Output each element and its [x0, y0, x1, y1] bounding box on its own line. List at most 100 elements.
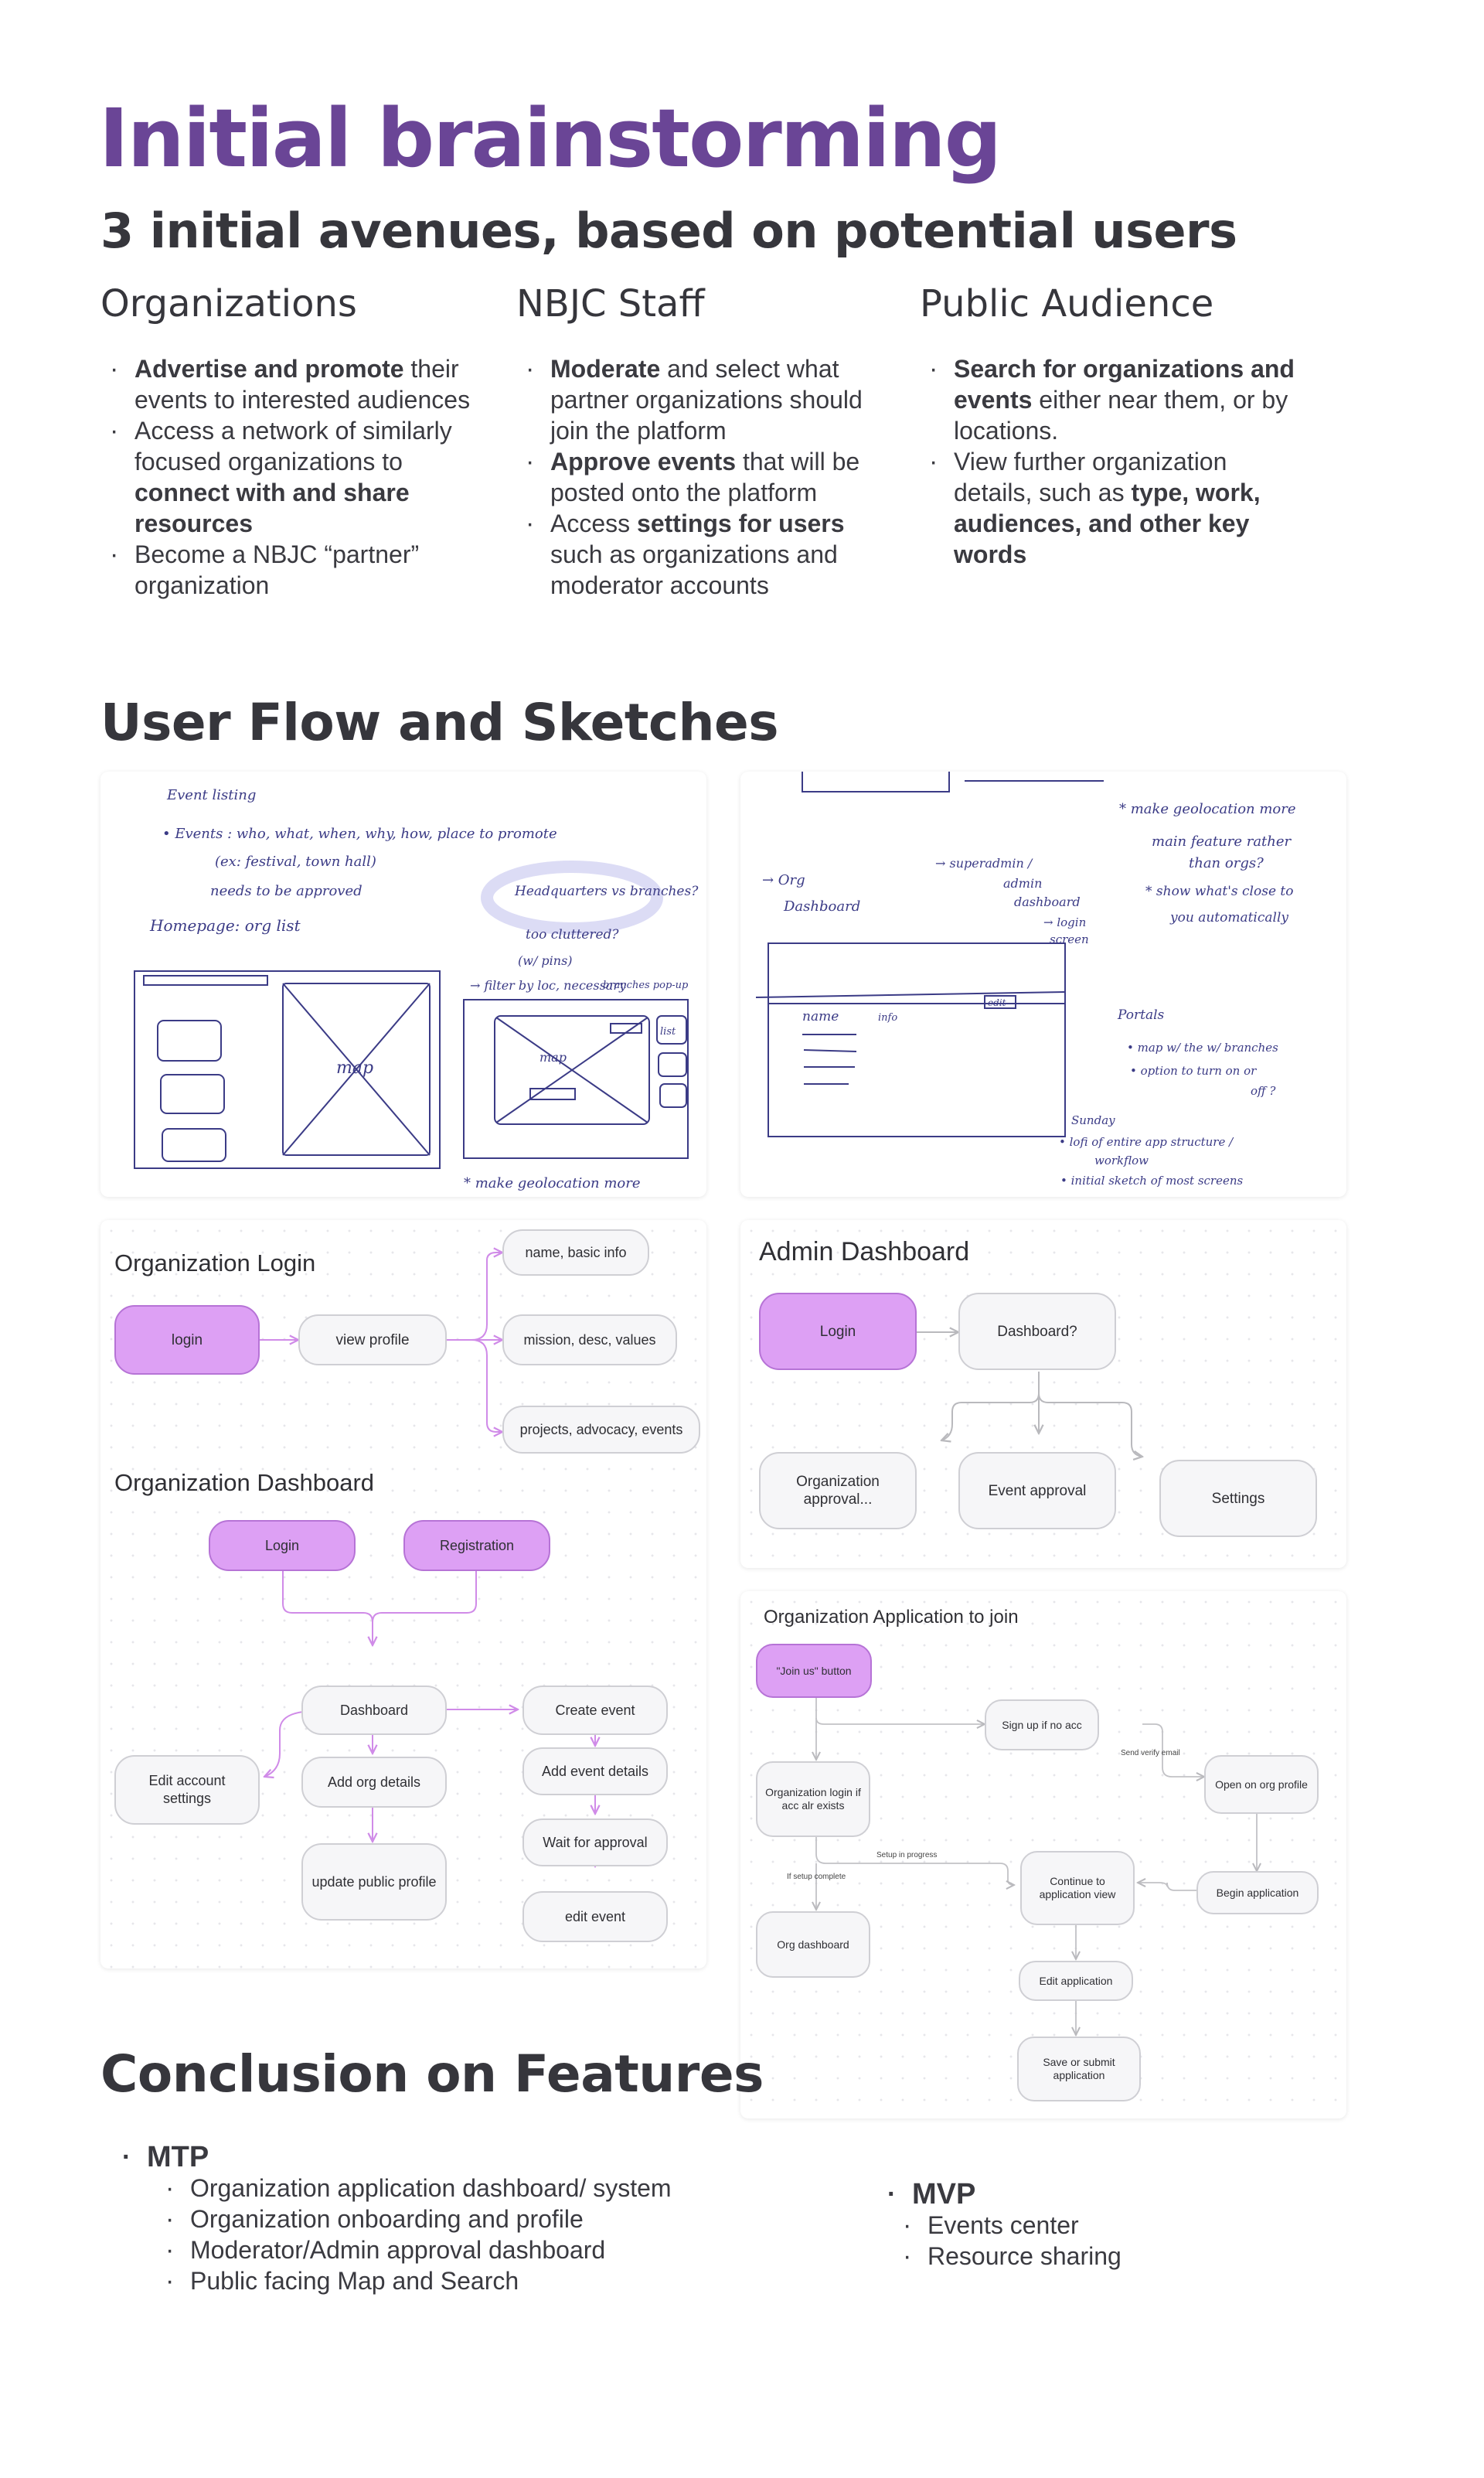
sketch-frame: [768, 942, 1066, 1137]
node-edit-event: edit event: [522, 1891, 668, 1942]
node-label: Dashboard: [339, 1702, 409, 1718]
sketch-note: • option to turn on or: [1130, 1064, 1257, 1078]
node-dashboard-login: Login: [209, 1520, 356, 1571]
node-open-org-profile: Open on org profile: [1204, 1755, 1319, 1814]
sketch-note: you automatically: [1169, 910, 1288, 925]
conclusion-mvp: MVP Events center Resource sharing: [878, 2179, 1342, 2272]
node-event-approval: Event approval: [958, 1452, 1116, 1529]
list-label: MVP: [912, 2178, 976, 2210]
section-title-user-flow: User Flow and Sketches: [100, 693, 779, 752]
node-create-event: Create event: [522, 1686, 668, 1735]
node-label: update public profile: [311, 1873, 437, 1890]
sketch-note: → superadmin /: [935, 856, 1033, 871]
node-add-event-details: Add event details: [522, 1747, 668, 1795]
list-item-text: View further organization details, such …: [954, 448, 1227, 506]
node-label: Login: [819, 1323, 856, 1340]
sketch-note: info: [878, 1012, 897, 1024]
node-label: Edit application: [1039, 1974, 1113, 1987]
list-item: Organization onboarding and profile: [156, 2204, 778, 2234]
node-name-basic-info: name, basic info: [502, 1229, 649, 1276]
sketch-note: • Events : who, what, when, why, how, pl…: [162, 826, 557, 842]
sketch-note: Dashboard: [783, 898, 860, 915]
node-label: Registration: [439, 1537, 515, 1553]
sketch-note: * make geolocation more: [464, 1175, 641, 1191]
node-label: Settings: [1211, 1490, 1265, 1507]
sketch-note: edit: [988, 997, 1006, 1008]
node-label: Org dashboard: [777, 1938, 849, 1951]
list-item-text: type, work, audiences, and other key wor…: [954, 479, 1261, 568]
sketch-note: Homepage: org list: [149, 916, 301, 935]
list-item: Search for organizations and events eith…: [920, 353, 1306, 446]
node-label: Organization login if acc alr exists: [765, 1786, 861, 1812]
node-sign-up: Sign up if no acc: [985, 1699, 1099, 1750]
sketch-drawing: Event listing • Events : who, what, when…: [134, 787, 699, 1191]
flow-card-organization: Organization Login login view profile na…: [100, 1220, 706, 1968]
node-label: Login: [264, 1537, 300, 1553]
sketch-note: name: [802, 1009, 839, 1024]
mvp-list: Events center Resource sharing: [878, 2210, 1342, 2272]
sketch-note: needs to be approved: [210, 883, 362, 899]
node-org-login: Organization login if acc alr exists: [756, 1761, 870, 1837]
sketch-note: Headquarters vs branches?: [514, 884, 699, 899]
list-item-text: either near them, or by locations.: [954, 386, 1288, 445]
sketch-note: → login: [1043, 915, 1086, 929]
sketch-note: branches pop-up: [603, 980, 689, 991]
sketch-frame: [134, 970, 441, 1169]
column-heading: NBJC Staff: [516, 282, 705, 326]
page-subtitle: 3 initial avenues, based on potential us…: [100, 203, 1237, 259]
node-label: Add event details: [541, 1763, 649, 1779]
sketch-note: list: [660, 1026, 676, 1038]
list-item: Organization application dashboard/ syst…: [156, 2173, 778, 2204]
list-item: Moderator/Admin approval dashboard: [156, 2234, 778, 2265]
node-wait-for-approval: Wait for approval: [522, 1818, 668, 1866]
list-item: Access a network of similarly focused or…: [100, 415, 479, 539]
sketch-note: • map w/ the w/ branches: [1127, 1041, 1278, 1055]
node-begin-application: Begin application: [1196, 1871, 1319, 1914]
node-dashboard: Dashboard: [301, 1686, 447, 1735]
node-label: mission, desc, values: [523, 1331, 656, 1348]
flow-connectors: [260, 1220, 706, 1968]
node-mission-desc-values: mission, desc, values: [502, 1314, 677, 1365]
list-item-text: Organization onboarding and profile: [190, 2205, 584, 2233]
sketch-note: (ex: festival, town hall): [215, 854, 376, 870]
node-edit-application: Edit application: [1019, 1961, 1133, 2001]
edge-label-setup-in-progress: Setup in progress: [876, 1851, 938, 1859]
mvp-label: MVP: [878, 2179, 1342, 2210]
column-organizations: Organizations Advertise and promote thei…: [100, 282, 487, 601]
list-item-text: Resource sharing: [928, 2242, 1122, 2270]
list-item-text: Moderate: [550, 355, 661, 383]
flow-title-application: Organization Application to join: [764, 1607, 1019, 1628]
node-label: Organization approval...: [796, 1474, 880, 1508]
node-label: Add org details: [327, 1774, 421, 1790]
node-admin-dashboard: Dashboard?: [958, 1293, 1116, 1370]
list-item-text: their events to interested audiences: [134, 355, 471, 414]
sketch-note: → Org: [762, 872, 805, 888]
flow-connectors: [740, 1670, 1346, 2118]
list-item-text: Moderator/Admin approval dashboard: [190, 2236, 606, 2264]
sketch-note: off ?: [1251, 1084, 1276, 1098]
sketch-note: Sunday: [1071, 1113, 1115, 1127]
sketch-note: Event listing: [166, 787, 256, 803]
node-label: name, basic info: [525, 1244, 627, 1260]
list-item-text: Search for organizations and events: [954, 355, 1295, 414]
node-label: Edit account settings: [148, 1773, 226, 1806]
node-label: Save or submit application: [1043, 2056, 1115, 2081]
sketch-card-homepage: Event listing • Events : who, what, when…: [100, 772, 706, 1197]
sketch-note: workflow: [1094, 1154, 1149, 1167]
list-item-text: Access a network of similarly focused or…: [134, 417, 452, 475]
list-item-text: settings for users: [637, 510, 845, 537]
flow-card-application: Organization Application to join "Join u…: [740, 1591, 1346, 2118]
list-item: Access settings for users such as organi…: [516, 508, 887, 601]
sketch-note: * show what's close to: [1145, 884, 1293, 899]
list-item-text: Become a NBJC “partner” organization: [134, 540, 420, 599]
sketch-note: * make geolocation more: [1119, 801, 1296, 817]
node-label: Sign up if no acc: [1002, 1718, 1082, 1731]
sketch-note: map: [336, 1058, 373, 1078]
edge-label-send-verify: Send verify email: [1121, 1749, 1180, 1757]
column-public-audience: Public Audience Search for organizations…: [920, 282, 1322, 570]
sketch-card-dashboard: * make geolocation more main feature rat…: [740, 772, 1346, 1197]
column-heading: Organizations: [100, 282, 357, 326]
sketch-note: • lofi of entire app structure /: [1059, 1135, 1234, 1149]
sketch-frame: [463, 999, 689, 1159]
sketch-note: map: [539, 1050, 567, 1065]
